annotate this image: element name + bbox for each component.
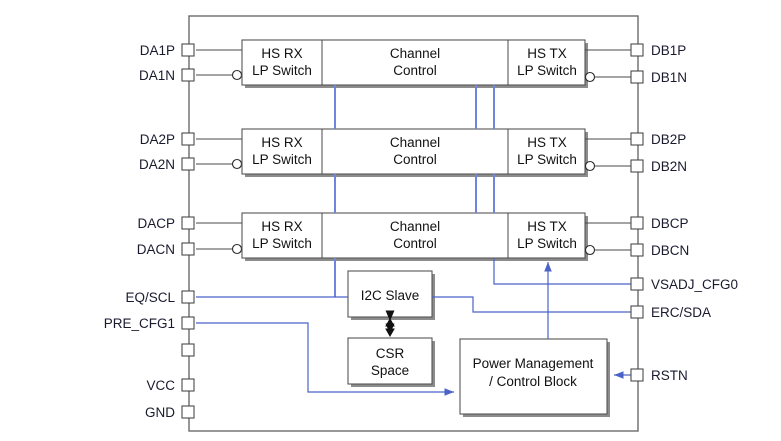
- row3-ctrl-line1: Channel: [390, 219, 440, 234]
- pin-rstn[interactable]: [630, 368, 644, 382]
- pin-label-rstn: RSTN: [651, 368, 688, 383]
- pin-label-da2n: DA2N: [139, 157, 175, 172]
- row2-hsrx-line1: HS RX: [261, 135, 302, 150]
- pin-eq-scl[interactable]: [181, 290, 195, 304]
- wire-precfg1-to-pm: [196, 322, 454, 396]
- row3-hstx-line2: LP Switch: [517, 236, 577, 251]
- wire-vsadj-to-row3: [493, 258, 631, 285]
- channel-row-1: HS RX LP Switch Channel Control HS TX LP…: [241, 39, 588, 88]
- row1-output-wires: [584, 49, 631, 83]
- pin-label-eq-scl: EQ/SCL: [125, 290, 175, 305]
- csr-space-line2: Space: [371, 363, 409, 378]
- pin-vcc[interactable]: [181, 378, 195, 392]
- pin-label-dacp: DACP: [137, 216, 175, 231]
- pin-db2n[interactable]: [630, 159, 644, 173]
- pin-label-db2n: DB2N: [651, 159, 687, 174]
- inverting-bubble-dbcn: [584, 244, 596, 256]
- pin-gnd[interactable]: [181, 405, 195, 419]
- pin-unlabeled[interactable]: [181, 343, 195, 357]
- i2c-csr-bidirectional-arrow: [385, 310, 395, 338]
- pin-db2p[interactable]: [630, 132, 644, 146]
- right-pin-group: DB1P DB1N DB2P DB2N DBCP DBCN VSADJ_CFG0…: [630, 43, 738, 383]
- row2-input-wires: [196, 138, 243, 170]
- pin-da1n[interactable]: [181, 68, 195, 82]
- row3-hstx-line1: HS TX: [527, 219, 567, 234]
- pin-db1p[interactable]: [630, 43, 644, 57]
- channel-row-3: HS RX LP Switch Channel Control HS TX LP…: [241, 212, 588, 261]
- row1-hstx-line2: LP Switch: [517, 63, 577, 78]
- row3-input-wires: [196, 222, 243, 255]
- inverting-bubble-db2n: [584, 160, 596, 172]
- pin-label-da1n: DA1N: [139, 68, 175, 83]
- inverting-bubble-db1n: [584, 71, 596, 83]
- pin-vsadj-cfg0[interactable]: [630, 277, 644, 291]
- pin-label-gnd: GND: [145, 405, 175, 420]
- row3-output-wires: [584, 222, 631, 256]
- row2-output-wires: [584, 138, 631, 172]
- row2-ctrl-line2: Control: [393, 152, 437, 167]
- row3-hsrx-line2: LP Switch: [252, 236, 312, 251]
- pin-label-pre-cfg1: PRE_CFG1: [104, 316, 175, 331]
- pin-label-db1p: DB1P: [651, 43, 686, 58]
- pin-label-db1n: DB1N: [651, 70, 687, 85]
- row3-block-group[interactable]: [241, 212, 586, 259]
- row2-ctrl-line1: Channel: [390, 135, 440, 150]
- row2-hstx-line2: LP Switch: [517, 152, 577, 167]
- wire-i2c-to-ercsda: [432, 296, 631, 313]
- row1-input-wires: [196, 49, 243, 81]
- pin-db1n[interactable]: [630, 70, 644, 84]
- pin-label-dbcn: DBCN: [651, 243, 689, 258]
- inverting-bubble-dacn: [231, 243, 243, 255]
- csr-space-block[interactable]: CSR Space: [347, 337, 435, 387]
- pin-dacn[interactable]: [181, 242, 195, 256]
- row1-ctrl-line2: Control: [393, 63, 437, 78]
- pin-dacp[interactable]: [181, 216, 195, 230]
- pin-dbcn[interactable]: [630, 243, 644, 257]
- row1-ctrl-line1: Channel: [390, 46, 440, 61]
- pin-label-vcc: VCC: [146, 378, 175, 393]
- control-bus-lines: [334, 85, 495, 297]
- row1-hsrx-line2: LP Switch: [252, 63, 312, 78]
- pin-erc-sda[interactable]: [630, 305, 644, 319]
- channel-row-2: HS RX LP Switch Channel Control HS TX LP…: [241, 128, 588, 177]
- inverting-bubble-da2n: [231, 158, 243, 170]
- pin-label-erc-sda: ERC/SDA: [651, 305, 711, 320]
- pin-pre-cfg1[interactable]: [181, 316, 195, 330]
- pin-dbcp[interactable]: [630, 216, 644, 230]
- pin-da1p[interactable]: [181, 43, 195, 57]
- power-mgmt-line2: / Control Block: [489, 374, 577, 389]
- pin-label-da2p: DA2P: [140, 132, 175, 147]
- pin-label-dbcp: DBCP: [651, 216, 689, 231]
- row2-hsrx-line2: LP Switch: [252, 152, 312, 167]
- power-mgmt-line1: Power Management: [473, 356, 594, 371]
- pin-label-da1p: DA1P: [140, 43, 175, 58]
- row2-block-group[interactable]: [241, 128, 586, 175]
- row1-block-group[interactable]: [241, 39, 586, 86]
- left-pin-group: DA1P DA1N DA2P DA2N DACP DACN EQ/SCL PRE…: [104, 43, 195, 420]
- pin-da2p[interactable]: [181, 132, 195, 146]
- row3-ctrl-line2: Control: [393, 236, 437, 251]
- row2-hstx-line1: HS TX: [527, 135, 567, 150]
- csr-space-line1: CSR: [376, 346, 405, 361]
- i2c-slave-block[interactable]: I2C Slave: [347, 270, 435, 320]
- row3-hsrx-line1: HS RX: [261, 219, 302, 234]
- inverting-bubble-da1n: [231, 69, 243, 81]
- row1-hsrx-line1: HS RX: [261, 46, 302, 61]
- row1-hstx-line1: HS TX: [527, 46, 567, 61]
- power-management-block[interactable]: Power Management / Control Block: [459, 338, 610, 417]
- pin-label-vsadj-cfg0: VSADJ_CFG0: [651, 277, 738, 292]
- pin-da2n[interactable]: [181, 157, 195, 171]
- pin-label-db2p: DB2P: [651, 132, 686, 147]
- pin-label-dacn: DACN: [137, 242, 175, 257]
- i2c-slave-label: I2C Slave: [361, 288, 420, 303]
